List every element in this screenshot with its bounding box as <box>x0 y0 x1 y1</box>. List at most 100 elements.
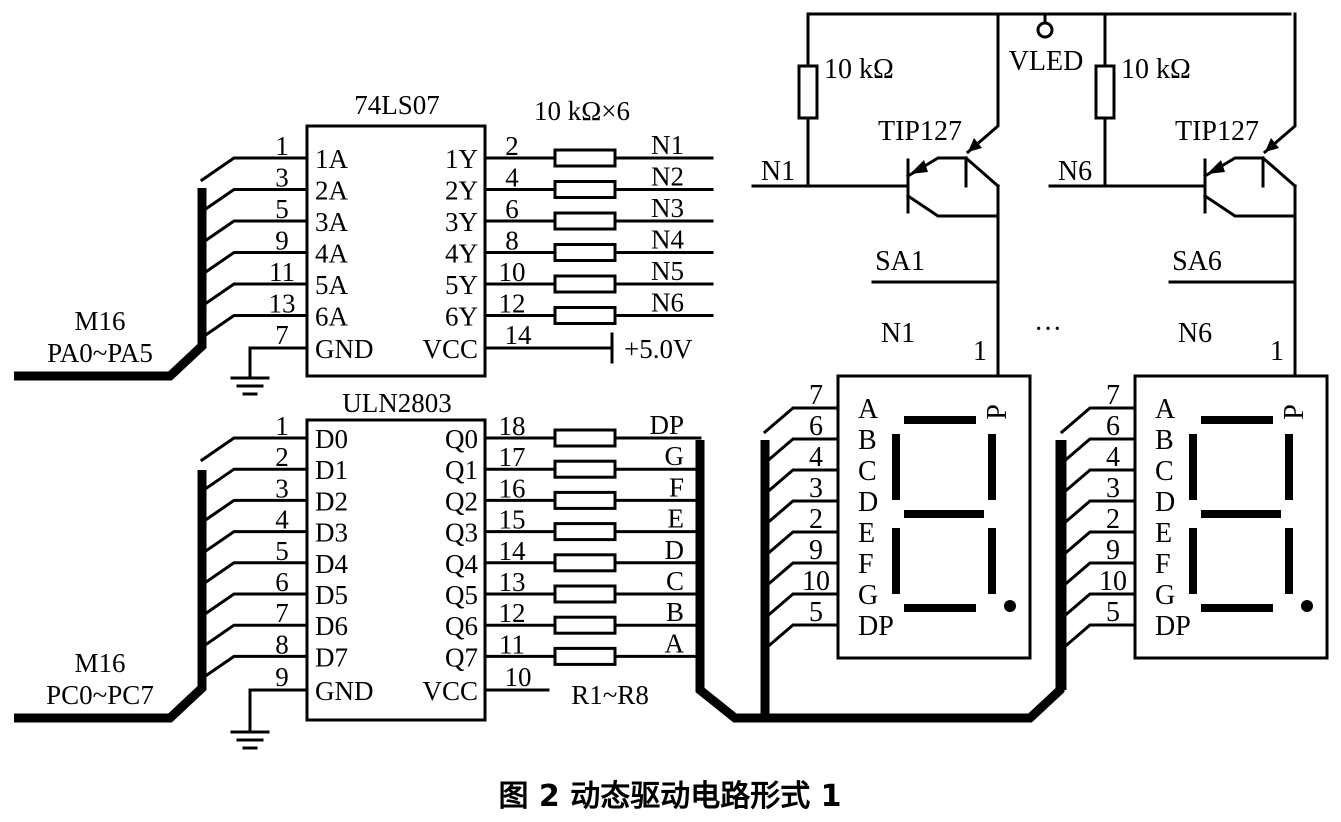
figure-caption: 图 2 动态驱动电路形式 1 <box>498 779 841 814</box>
u1-rows-resistor-3 <box>553 211 617 231</box>
u1-rows-in-wire-3 <box>199 219 309 246</box>
display-2-pin-wire-8 <box>1059 623 1137 652</box>
display-1-seg-a <box>904 416 976 424</box>
display-1-pin-number-4: 3 <box>809 473 823 504</box>
u1-rows-in-pin-4: 9 <box>275 226 289 256</box>
display-2-pin-wire-5 <box>1059 530 1137 559</box>
u1-rows-in-wire-4 <box>199 251 309 277</box>
u2-rows-in-label-8: D7 <box>315 642 348 672</box>
u1-vcc-net: +5.0V <box>624 334 693 364</box>
display-1-pin-wire-6 <box>762 561 840 590</box>
chip-uln2803-name: ULN2803 <box>342 388 452 418</box>
display-2-seg-label-2: B <box>1155 425 1174 456</box>
chip-74ls07-body <box>305 124 487 378</box>
display-2-seg-d <box>1201 604 1273 612</box>
display-1-seg-label-5: E <box>858 518 875 549</box>
u2-rows-in-wire-8 <box>199 654 309 681</box>
driver-2-emitter-arrow-icon <box>1207 160 1225 174</box>
u1-rows-in-pin-3: 5 <box>275 194 289 224</box>
u2-rows-resistor-7 <box>553 615 617 635</box>
bus-pc <box>14 470 207 723</box>
u1-rows-out-label-6: 6Y <box>445 302 478 332</box>
u2-rows-out-pin-6: 13 <box>499 567 526 597</box>
supply-rail: VLED <box>806 12 1292 77</box>
display-1-seg-label-3: C <box>858 456 877 487</box>
display-1-seg-g <box>904 510 984 518</box>
u2-vcc-label: VCC <box>422 676 478 706</box>
display-2-seg-label-1: A <box>1155 394 1176 425</box>
u1-rows-net-label-4: N4 <box>651 225 684 255</box>
driver-1-emitter-arrow-icon <box>910 160 928 174</box>
display-2-pin-number-2: 6 <box>1106 411 1120 442</box>
u2-rows-in-wire-1 <box>199 436 309 463</box>
display-1-seg-label-4: D <box>858 487 878 518</box>
u2-vcc-pin: 10 <box>505 662 532 692</box>
u2-rows-out-label-1: Q0 <box>445 424 478 454</box>
display-2-p-mark: P <box>1279 404 1310 420</box>
u2-rows-out-label-3: Q2 <box>445 486 478 516</box>
u2-rows-in-pin-3: 3 <box>275 473 289 503</box>
u1-gnd-label: GND <box>315 334 374 364</box>
u1-rows-resistor-1 <box>553 148 617 168</box>
ellipsis-label: ··· <box>1034 314 1062 345</box>
u1-rows-out-pin-5: 10 <box>499 257 526 287</box>
driver-1-digit-net: N1 <box>881 318 915 349</box>
display-2-pin-number-3: 4 <box>1106 442 1120 473</box>
u1-rows-in-pin-2: 3 <box>275 163 289 193</box>
display-1-seg-label-1: A <box>858 394 879 425</box>
u1-rows-in-wire-5 <box>199 282 309 309</box>
display-2-pin-number-7: 10 <box>1099 566 1127 597</box>
u2-rows-in-pin-8: 8 <box>275 629 289 659</box>
bus-pa-label: M16 <box>74 306 125 336</box>
driver-2-supply-arrow-icon <box>1265 138 1279 152</box>
u1-rows-in-label-5: 5A <box>315 270 349 300</box>
u2-rows-resistor-6 <box>553 584 617 604</box>
u2-rows-in-pin-1: 1 <box>275 411 289 441</box>
u2-rows-in-label-4: D3 <box>315 518 348 548</box>
driver-1-common-pin: 1 <box>973 336 987 367</box>
display-2-seg-f <box>1189 434 1197 500</box>
display-2-pin-number-5: 2 <box>1106 504 1120 535</box>
u2-rows-in-wire-5 <box>199 561 309 587</box>
driver-1-transistor-collector <box>905 193 1000 218</box>
u1-rows-out-pin-6: 12 <box>499 289 526 319</box>
display-2-seg-dp <box>1301 600 1313 612</box>
display-1-pin-number-3: 4 <box>809 442 823 473</box>
u1-rows-in-label-1: 1A <box>315 144 349 174</box>
display-1-pin-number-6: 9 <box>809 535 823 566</box>
u1-rows-resistor-4 <box>553 243 617 262</box>
bus-pa <box>14 188 207 381</box>
display-1-seg-label-2: B <box>858 425 877 456</box>
u1-rows-resistor-2 <box>553 180 617 199</box>
driver-1-supply-wire <box>965 12 1000 155</box>
driver-2-transistor-emitter <box>1202 156 1265 179</box>
u2-rows-in-label-3: D2 <box>315 486 348 516</box>
driver-1-transistor-emitter <box>905 156 968 179</box>
display-1-seg-d <box>904 604 976 612</box>
u2-rows-net-label-6: C <box>666 566 684 596</box>
u1-rows-in-label-3: 3A <box>315 207 349 237</box>
u2-rows-in-wire-7 <box>199 623 309 650</box>
driver-1-switch-label: SA1 <box>875 246 925 277</box>
driver-1-emitter-to-col <box>963 155 1001 189</box>
u2-rows-out-label-2: Q1 <box>445 455 478 485</box>
display-2-pin-wire-4 <box>1059 499 1137 528</box>
u2-rows-resistor-5 <box>553 553 617 573</box>
u1-vcc-pin: 14 <box>505 320 533 350</box>
vled-label: VLED <box>1009 46 1084 77</box>
driver-1-resistor <box>797 64 819 120</box>
display-2-seg-g <box>1201 510 1281 518</box>
display-2-seg-label-7: G <box>1155 580 1175 611</box>
driver-2-resistor <box>1094 64 1116 120</box>
display-1-pin-number-5: 2 <box>809 504 823 535</box>
display-1-pin-wire-4 <box>762 499 840 528</box>
u2-gnd-label: GND <box>315 676 374 706</box>
u2-rows-net-label-5: D <box>665 535 685 565</box>
display-1-seg-label-6: F <box>858 549 874 580</box>
display-2-pin-number-8: 5 <box>1106 597 1120 628</box>
